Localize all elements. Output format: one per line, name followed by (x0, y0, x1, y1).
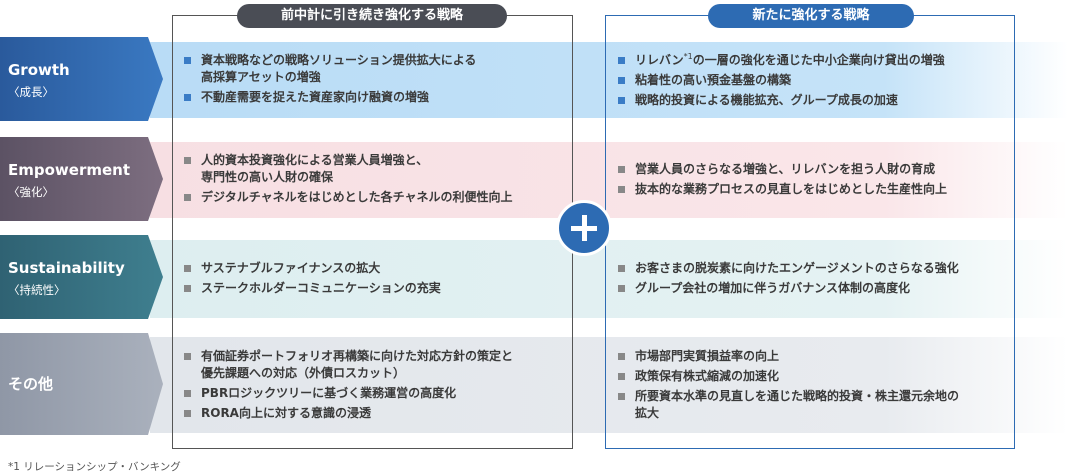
list-item: RORA向上に対する意識の浸透 (184, 405, 513, 422)
bullet-square-icon (184, 390, 191, 397)
empowerment-left-list: 人的資本投資強化による営業人員増強と、専門性の高い人財の確保 デジタルチャネルを… (184, 152, 513, 209)
list-item: リレバン*1の一層の強化を通じた中小企業向け貸出の増強 (618, 52, 945, 69)
list-item: 資本戦略などの戦略ソリューション提供拡大による高採算アセットの増強 (184, 52, 476, 86)
sustainability-label-ja: 〈持続性〉 (8, 283, 66, 297)
bullet-square-icon (184, 194, 191, 201)
bullet-square-icon (184, 353, 191, 360)
bullet-square-icon (618, 353, 625, 360)
continued-strategy-header: 前中計に引き続き強化する戦略 (237, 4, 507, 28)
list-item: ステークホルダーコミュニケーションの充実 (184, 280, 441, 297)
list-item: 人的資本投資強化による営業人員増強と、専門性の高い人財の確保 (184, 152, 513, 186)
bullet-square-icon (184, 57, 191, 64)
growth-left-list: 資本戦略などの戦略ソリューション提供拡大による高採算アセットの増強 不動産需要を… (184, 52, 476, 109)
other-band (150, 337, 1068, 433)
bullet-square-icon (618, 373, 625, 380)
bullet-square-icon (618, 57, 625, 64)
bullet-square-icon (618, 166, 625, 173)
bullet-square-icon (618, 97, 625, 104)
other-left-list: 有価証券ポートフォリオ再構築に向けた対応方針の策定と優先課題への対応（外債ロスカ… (184, 348, 513, 425)
list-item: 有価証券ポートフォリオ再構築に向けた対応方針の策定と優先課題への対応（外債ロスカ… (184, 348, 513, 382)
list-item: PBRロジックツリーに基づく業務運営の高度化 (184, 385, 513, 402)
sustainability-chevron: Sustainability 〈持続性〉 (0, 235, 163, 319)
bullet-square-icon (618, 285, 625, 292)
list-item: 市場部門実質損益率の向上 (618, 348, 959, 365)
growth-band (150, 42, 1068, 118)
sustainability-label-en: Sustainability (8, 259, 125, 277)
list-item: サステナブルファイナンスの拡大 (184, 260, 441, 277)
empowerment-label-en: Empowerment (8, 161, 130, 179)
bullet-square-icon (184, 94, 191, 101)
other-chevron: その他 (0, 333, 163, 435)
other-label: その他 (8, 375, 54, 393)
list-item: デジタルチャネルをはじめとした各チャネルの利便性向上 (184, 189, 513, 206)
empowerment-label-ja: 〈強化〉 (8, 185, 54, 199)
bullet-square-icon (184, 410, 191, 417)
list-item: 戦略的投資による機能拡充、グループ成長の加速 (618, 92, 945, 109)
sustainability-band (150, 240, 1068, 318)
bullet-square-icon (618, 393, 625, 400)
growth-right-list: リレバン*1の一層の強化を通じた中小企業向け貸出の増強 粘着性の高い預金基盤の構… (618, 52, 945, 112)
footnote-ref: *1 (683, 52, 693, 61)
sustainability-left-list: サステナブルファイナンスの拡大 ステークホルダーコミュニケーションの充実 (184, 260, 441, 300)
empowerment-band (150, 142, 1068, 218)
new-strategy-header: 新たに強化する戦略 (708, 4, 914, 28)
bullet-square-icon (618, 77, 625, 84)
bullet-square-icon (184, 285, 191, 292)
list-item: 営業人員のさらなる増強と、リレバンを担う人財の育成 (618, 161, 947, 178)
sustainability-right-list: お客さまの脱炭素に向けたエンゲージメントのさらなる強化 グループ会社の増加に伴う… (618, 260, 959, 300)
list-item: グループ会社の増加に伴うガバナンス体制の高度化 (618, 280, 959, 297)
growth-label-en: Growth (8, 61, 70, 79)
list-item: 政策保有株式縮減の加速化 (618, 368, 959, 385)
list-item: 所要資本水準の見直しを通じた戦略的投資・株主還元余地の拡大 (618, 388, 959, 422)
empowerment-chevron: Empowerment 〈強化〉 (0, 137, 163, 221)
list-item: 抜本的な業務プロセスの見直しをはじめとした生産性向上 (618, 181, 947, 198)
growth-chevron: Growth 〈成長〉 (0, 37, 163, 121)
other-right-list: 市場部門実質損益率の向上 政策保有株式縮減の加速化 所要資本水準の見直しを通じた… (618, 348, 959, 425)
empowerment-right-list: 営業人員のさらなる増強と、リレバンを担う人財の育成 抜本的な業務プロセスの見直し… (618, 161, 947, 201)
bullet-square-icon (184, 265, 191, 272)
bullet-square-icon (618, 265, 625, 272)
bullet-square-icon (184, 157, 191, 164)
list-item: 粘着性の高い預金基盤の構築 (618, 72, 945, 89)
growth-label-ja: 〈成長〉 (8, 85, 54, 99)
list-item: お客さまの脱炭素に向けたエンゲージメントのさらなる強化 (618, 260, 959, 277)
footnote: *1 リレーションシップ・バンキング (8, 461, 181, 473)
bullet-square-icon (618, 186, 625, 193)
plus-icon (556, 200, 612, 256)
list-item: 不動産需要を捉えた資産家向け融資の増強 (184, 89, 476, 106)
